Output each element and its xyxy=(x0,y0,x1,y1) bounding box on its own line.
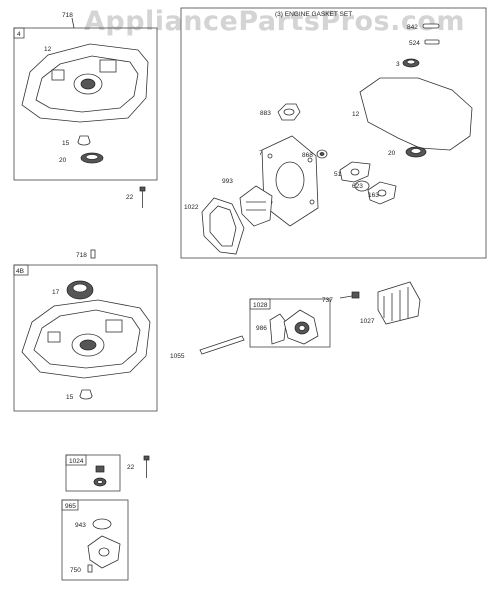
gasket-883 xyxy=(277,103,301,121)
tag-965: 965 xyxy=(65,503,76,510)
seal-943 xyxy=(92,518,112,530)
gasket-993 xyxy=(239,185,273,227)
callout-943: 943 xyxy=(75,522,86,529)
callout-22-a: 22 xyxy=(126,194,134,201)
tag-1024-frame xyxy=(65,454,87,466)
gasket-12-b xyxy=(359,77,473,151)
seal-868 xyxy=(316,149,328,159)
callout-718-mid: 718 xyxy=(76,252,87,259)
callout-1027: 1027 xyxy=(360,318,375,325)
callout-22-b: 22 xyxy=(127,464,135,471)
part-15-a xyxy=(77,135,91,146)
callout-883: 883 xyxy=(260,110,271,117)
callout-163: 163 xyxy=(368,192,379,199)
tag-4b-frame xyxy=(13,264,29,276)
callout-12-a: 12 xyxy=(44,46,52,53)
oil-filter-1027 xyxy=(377,281,421,325)
callout-623: 623 xyxy=(352,183,363,190)
box-1024 xyxy=(65,454,121,492)
part-524 xyxy=(424,39,440,45)
screw-750 xyxy=(87,564,93,573)
oil-filter-adapter xyxy=(283,309,319,345)
box-1028 xyxy=(249,298,331,348)
oil-seal-17 xyxy=(66,280,94,300)
box-965 xyxy=(61,499,129,581)
seal-623 xyxy=(354,180,370,192)
tag-1028-frame xyxy=(249,298,271,310)
callout-51: 51 xyxy=(334,171,342,178)
callout-524: 524 xyxy=(409,40,420,47)
gasket-163 xyxy=(367,181,397,205)
tag-4b: 4B xyxy=(16,268,24,275)
callout-986: 986 xyxy=(256,325,267,332)
callout-7: 7 xyxy=(259,150,263,157)
crankcase-cover-top xyxy=(21,43,149,123)
bolt-737 xyxy=(339,291,360,299)
head-gasket-7 xyxy=(261,135,319,227)
gasket-51 xyxy=(339,161,371,183)
cover-plate-965 xyxy=(87,535,121,569)
part-15-b xyxy=(79,389,93,400)
bolt-22-a xyxy=(139,186,146,208)
dowel-718 xyxy=(90,249,96,259)
bolt-22-b xyxy=(143,455,150,478)
callout-750: 750 xyxy=(70,567,81,574)
callout-1022: 1022 xyxy=(184,204,199,211)
callout-868: 868 xyxy=(302,152,313,159)
box-4 xyxy=(13,27,158,181)
gasket-set-title: (3) ENGINE GASKET SET xyxy=(275,11,352,18)
breather-parts-1024 xyxy=(93,465,107,487)
tag-4: 4 xyxy=(17,31,21,38)
part-842 xyxy=(422,23,440,29)
callout-1055: 1055 xyxy=(170,353,185,360)
callout-15-b: 15 xyxy=(66,394,74,401)
tag-1028: 1028 xyxy=(253,302,268,309)
callout-3: 3 xyxy=(396,61,400,68)
watermark: AppliancePartsPros.com xyxy=(84,6,465,37)
callout-993: 993 xyxy=(222,178,233,185)
crankcase-cover-4b xyxy=(21,299,151,379)
callout-20-b: 20 xyxy=(388,150,396,157)
tag-965-frame xyxy=(61,499,79,511)
box-4b xyxy=(13,264,158,412)
oil-seal-20-a xyxy=(80,152,104,164)
gasket-set-box xyxy=(180,7,487,259)
gasket-986 xyxy=(269,313,287,345)
callout-12-b: 12 xyxy=(352,111,360,118)
callout-718-top: 718 xyxy=(62,12,73,19)
gasket-1022 xyxy=(201,197,245,255)
tag-1024: 1024 xyxy=(69,458,84,465)
seal-3 xyxy=(402,58,420,68)
tag-4-frame xyxy=(13,27,25,39)
tube-1055 xyxy=(199,335,245,355)
callout-737: 737 xyxy=(322,297,333,304)
callout-15-a: 15 xyxy=(62,140,70,147)
callout-20-a: 20 xyxy=(59,157,67,164)
oil-seal-20-b xyxy=(405,146,427,158)
callout-842: 842 xyxy=(407,24,418,31)
callout-17: 17 xyxy=(52,289,60,296)
